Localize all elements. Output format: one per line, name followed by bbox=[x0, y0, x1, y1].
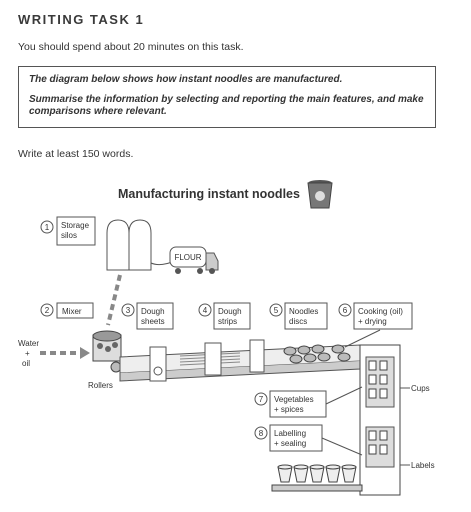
step-3-number: 3 bbox=[126, 306, 131, 315]
storage-silos bbox=[106, 219, 152, 271]
mixer-machine bbox=[92, 330, 122, 362]
water-label: Water bbox=[18, 339, 39, 348]
step-8-callout: 8 Labelling + sealing bbox=[254, 424, 363, 456]
labels-label: Labels bbox=[411, 461, 435, 470]
step-2-label-line1: Mixer bbox=[62, 307, 82, 316]
finished-cups bbox=[271, 464, 363, 492]
step-7-label-line1: Vegetables bbox=[274, 395, 314, 404]
time-instruction: You should spend about 20 minutes on thi… bbox=[18, 41, 244, 53]
flour-truck: FLOUR bbox=[169, 246, 219, 274]
step-4-label-line2: strips bbox=[218, 317, 237, 326]
step-4-number: 4 bbox=[203, 306, 208, 315]
conveyor-line bbox=[119, 339, 361, 382]
process-diagram: Manufacturing instant noodles 1 Storage … bbox=[18, 180, 435, 496]
step-8-label-line2: + sealing bbox=[274, 439, 306, 448]
step-5-label-line2: discs bbox=[289, 317, 307, 326]
step-6-label-line1: Cooking (oil) bbox=[358, 307, 403, 316]
word-count-instruction: Write at least 150 words. bbox=[18, 148, 134, 160]
step-1-callout: 1 Storage silos bbox=[40, 216, 96, 246]
step-7-number: 7 bbox=[259, 395, 264, 404]
truck-label: FLOUR bbox=[174, 253, 201, 262]
step-7-label-line2: + spices bbox=[274, 405, 304, 414]
step-1-label-line1: Storage bbox=[61, 221, 90, 230]
step-6-label-line2: + drying bbox=[358, 317, 387, 326]
step-3-label-line1: Dough bbox=[141, 307, 165, 316]
step-4-callout: 4 Dough strips bbox=[198, 302, 251, 330]
noodle-discs bbox=[283, 344, 351, 364]
step-1-label-line2: silos bbox=[61, 231, 77, 240]
step-4-label-line1: Dough bbox=[218, 307, 242, 316]
step-5-label-line1: Noodles bbox=[289, 307, 318, 316]
step-3-callout: 3 Dough sheets bbox=[121, 302, 174, 330]
cups-label: Cups bbox=[411, 384, 430, 393]
plus-sign: + bbox=[25, 349, 30, 358]
diagram-title: Manufacturing instant noodles bbox=[118, 187, 300, 201]
rollers-label: Rollers bbox=[88, 381, 113, 390]
packaging-tower bbox=[359, 344, 401, 496]
step-6-number: 6 bbox=[343, 306, 348, 315]
step-6-pointer bbox=[344, 329, 381, 348]
step-3-label-line2: sheets bbox=[141, 317, 165, 326]
step-7-callout: 7 Vegetables + spices bbox=[254, 386, 363, 418]
oil-label: oil bbox=[22, 359, 30, 368]
noodle-cup-icon bbox=[307, 180, 333, 209]
step-5-number: 5 bbox=[274, 306, 279, 315]
step-8-label-line1: Labelling bbox=[274, 429, 306, 438]
task-heading: WRITING TASK 1 bbox=[18, 12, 145, 27]
prompt-instructions: Summarise the information by selecting a… bbox=[29, 93, 424, 118]
step-2-number: 2 bbox=[45, 306, 50, 315]
prompt-description: The diagram below shows how instant nood… bbox=[29, 74, 343, 85]
step-1-number: 1 bbox=[45, 223, 50, 232]
step-8-number: 8 bbox=[259, 429, 264, 438]
water-oil-arrowhead bbox=[80, 347, 90, 359]
step-6-callout: 6 Cooking (oil) + drying bbox=[338, 302, 413, 330]
flour-flow-arrow bbox=[106, 274, 122, 326]
task-prompt-box: The diagram below shows how instant nood… bbox=[18, 66, 436, 128]
step-5-callout: 5 Noodles discs bbox=[269, 302, 328, 330]
step-2-callout: 2 Mixer bbox=[40, 302, 94, 319]
